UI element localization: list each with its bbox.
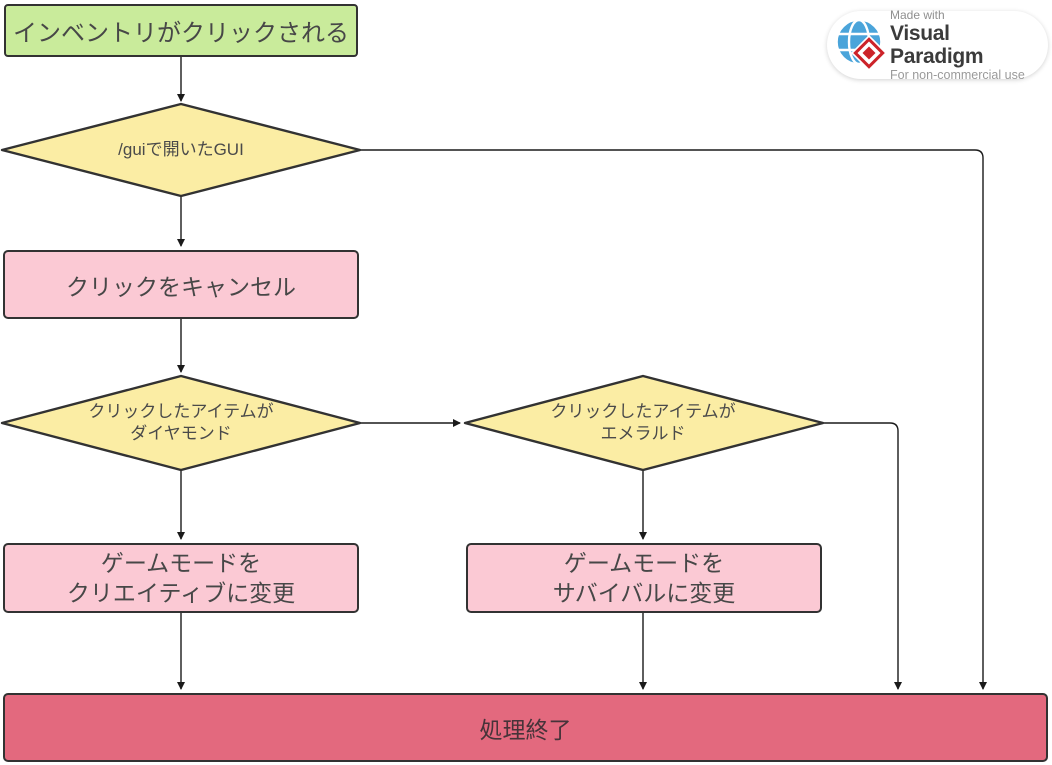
process-gamemode-creative-node: ゲームモードを クリエイティブに変更 [3,543,359,613]
watermark-brand: Visual Paradigm [890,21,984,68]
red-diamond-logo [850,34,888,72]
process-gamemode-survival-line2: サバイバルに変更 [552,580,736,606]
decision-gui-shape [0,102,362,198]
watermark-license: For non-commercial use [890,67,1025,82]
connector-gui-to-end-right [360,149,987,690]
start-node-label: インベントリがクリックされる [13,20,349,47]
process-cancel-click-node: クリックをキャンセル [3,250,359,319]
process-gamemode-creative-line2: クリエイティブに変更 [66,580,296,606]
watermark-made-with: Made with [890,7,945,22]
visual-paradigm-logo-icon [836,19,888,72]
decision-item-diamond-line2: ダイヤモンド [130,424,232,443]
end-node: 処理終了 [3,693,1048,762]
connector-emerald-check-to-end [823,422,902,690]
process-gamemode-survival-line1: ゲームモードを [563,550,725,576]
process-cancel-click-label: クリックをキャンセル [66,273,296,300]
decision-item-diamond-shape [0,374,362,472]
decision-gui-label: /guiで開いたGUI [118,140,244,159]
start-node: インベントリがクリックされる [4,4,358,57]
decision-item-emerald-shape [463,374,825,472]
decision-item-diamond-line1: クリックしたアイテムが [88,402,274,421]
decision-item-diamond-label: クリックしたアイテムが ダイヤモンド [31,401,331,445]
process-gamemode-survival-node: ゲームモードを サバイバルに変更 [466,543,822,613]
decision-item-emerald-line2: エメラルド [600,424,686,443]
process-gamemode-creative-line1: ゲームモードを [100,550,262,576]
visual-paradigm-watermark: Made with Visual Paradigm For non-commer… [827,7,1048,82]
decision-item-emerald-line1: クリックしたアイテムが [550,402,736,421]
end-node-label: 処理終了 [479,716,572,743]
decision-item-emerald-label: クリックしたアイテムが エメラルド [493,401,793,445]
